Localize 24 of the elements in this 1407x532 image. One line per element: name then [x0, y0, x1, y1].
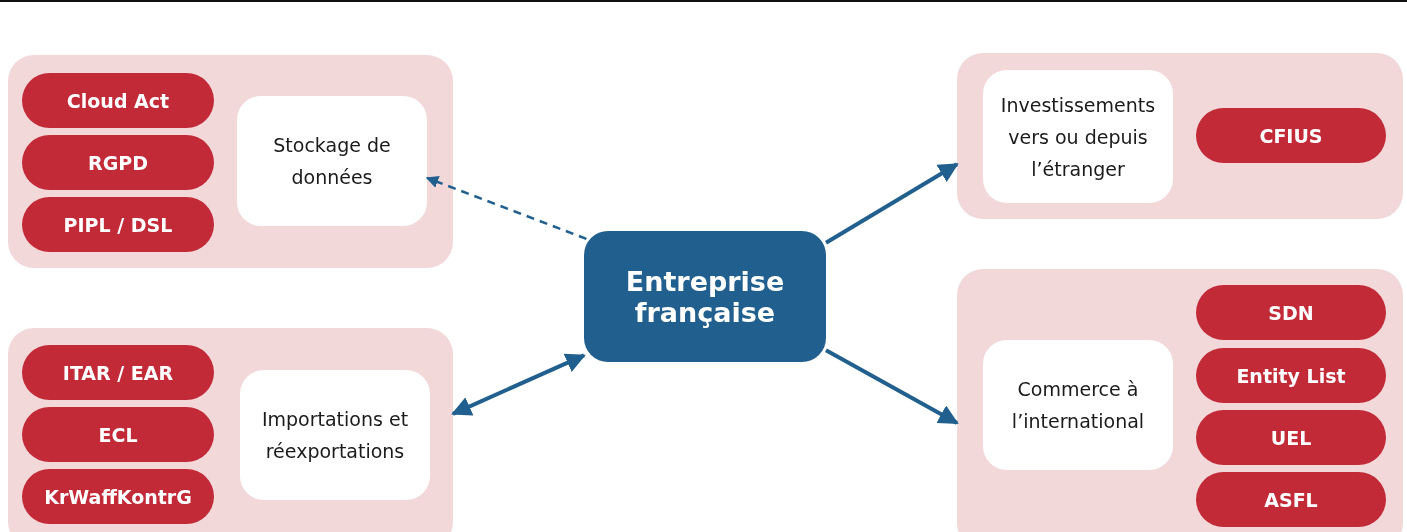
arrow: [451, 353, 586, 416]
regulation-label: UEL: [1196, 410, 1386, 465]
group-panel: [957, 53, 1403, 219]
regulation-label: SDN: [1196, 285, 1386, 340]
arrow: [825, 348, 959, 425]
regulation-label: Entity List: [1196, 348, 1386, 403]
topic-box: Investissements vers ou depuis l’étranger: [983, 70, 1173, 203]
regulation-label: KrWaffKontrG: [22, 469, 214, 524]
group-panel: [8, 55, 453, 268]
group-panel: [8, 328, 453, 532]
topic-box: Importations et réexportations: [240, 370, 430, 500]
topic-box: Stockage de données: [237, 96, 427, 226]
arrow: [824, 162, 959, 245]
regulation-label: PIPL / DSL: [22, 197, 214, 252]
regulation-label: CFIUS: [1196, 108, 1386, 163]
regulation-label: RGPD: [22, 135, 214, 190]
regulation-label: ITAR / EAR: [22, 345, 214, 400]
company-box: Entreprise française: [584, 231, 826, 362]
regulation-label: ASFL: [1196, 472, 1386, 527]
group-panel: [957, 269, 1403, 532]
regulation-label: ECL: [22, 407, 214, 462]
regulation-label: Cloud Act: [22, 73, 214, 128]
arrow: [425, 176, 587, 241]
topic-box: Commerce à l’international: [983, 340, 1173, 470]
